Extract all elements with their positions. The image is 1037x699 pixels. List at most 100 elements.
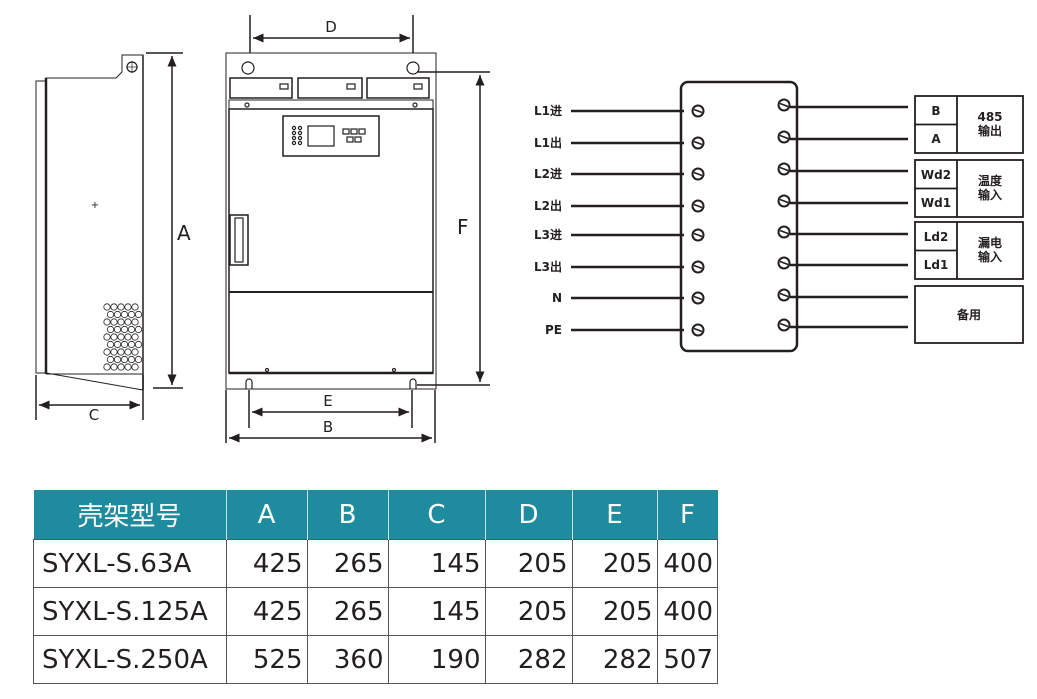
left-terminal: L1进 xyxy=(534,103,705,118)
dim-label-f: F xyxy=(457,215,469,239)
col-header-e: E xyxy=(571,490,657,540)
vent-hole xyxy=(110,303,118,311)
screw-terminal-icon xyxy=(777,98,791,112)
function-label: 输出 xyxy=(978,123,1002,138)
pin-label: Ld1 xyxy=(924,258,949,272)
screw-terminal-icon xyxy=(777,318,791,332)
left-terminal: L3进 xyxy=(534,227,705,242)
function-label: 输入 xyxy=(978,187,1002,202)
cell-f: 507 xyxy=(656,635,718,684)
vent-hole xyxy=(113,310,122,319)
cell-a: 425 xyxy=(225,539,308,588)
vent-hole xyxy=(124,333,132,341)
vent-hole xyxy=(127,355,136,364)
terminal-label: L3出 xyxy=(534,259,562,274)
col-header-model: 壳架型号 xyxy=(33,490,226,540)
terminal-label: PE xyxy=(545,323,562,337)
function-label: 漏电 xyxy=(978,235,1002,250)
vent-hole xyxy=(113,355,122,364)
vent-hole xyxy=(117,363,125,371)
left-terminal: L1出 xyxy=(534,135,705,150)
cell-e: 205 xyxy=(571,539,658,588)
dimension-a xyxy=(146,52,183,389)
left-terminal: L2出 xyxy=(534,198,705,213)
right-terminal xyxy=(777,130,908,144)
cell-c: 190 xyxy=(387,635,486,684)
col-header-d: D xyxy=(484,490,572,540)
function-label: 备用 xyxy=(956,307,981,322)
col-header-c: C xyxy=(387,490,485,540)
vent-hole xyxy=(117,303,125,311)
pin-label: Wd2 xyxy=(921,168,951,182)
right-terminals xyxy=(777,98,908,332)
dim-label-c: C xyxy=(89,406,99,424)
vent-hole xyxy=(131,348,139,356)
dimension-and-wiring-drawing: + A C xyxy=(35,15,1024,443)
cell-b: 265 xyxy=(306,539,389,588)
vent-hole xyxy=(103,318,111,326)
cell-e: 282 xyxy=(571,635,658,684)
vent-hole xyxy=(120,325,129,334)
vent-hole xyxy=(131,363,139,371)
right-terminal xyxy=(777,225,908,239)
screw-terminal-icon xyxy=(777,194,791,208)
dim-label-b: B xyxy=(323,418,333,436)
screw-terminal-icon xyxy=(777,288,791,302)
left-terminal: L3出 xyxy=(534,259,705,274)
cell-model: SYXL-S.63A xyxy=(33,539,227,588)
dimension-b xyxy=(225,390,436,443)
screw-terminal-icon xyxy=(691,228,705,242)
vent-hole xyxy=(134,325,143,334)
vent-hole xyxy=(124,348,132,356)
right-terminal xyxy=(777,194,908,208)
pin-label: Ld2 xyxy=(924,230,949,244)
screw-terminal-icon xyxy=(777,256,791,270)
vent-hole xyxy=(127,310,136,319)
vent-hole xyxy=(113,340,122,349)
control-panel xyxy=(282,115,380,157)
right-terminal xyxy=(777,256,908,270)
vent-hole xyxy=(117,333,125,341)
vent-hole xyxy=(103,348,111,356)
cell-d: 205 xyxy=(484,587,573,636)
screw-terminal-icon xyxy=(691,199,705,213)
screw-terminal-icon xyxy=(691,323,705,337)
col-header-f: F xyxy=(656,490,718,540)
vent-hole xyxy=(120,340,129,349)
function-label: 485 xyxy=(977,110,1002,124)
spec-table: 壳架型号 A B C D E F SYXL-S.63A 425 265 145 … xyxy=(33,490,718,684)
vent-hole xyxy=(110,363,118,371)
right-terminal xyxy=(777,98,908,112)
function-label: 温度 xyxy=(978,173,1003,188)
terminal-label: L3进 xyxy=(534,227,562,242)
screw-terminal-icon xyxy=(691,136,705,150)
table-header-row: 壳架型号 A B C D E F xyxy=(33,490,718,540)
vent-hole xyxy=(103,303,111,311)
left-terminal: PE xyxy=(545,323,705,337)
dimension-c xyxy=(35,375,144,420)
screw-terminal-icon xyxy=(691,167,705,181)
dimension-f xyxy=(417,71,490,386)
svg-text:+: + xyxy=(91,200,99,211)
door-handle xyxy=(229,214,249,266)
vent-hole xyxy=(120,355,129,364)
right-terminal xyxy=(777,162,908,176)
vent-hole xyxy=(106,310,115,319)
vent-hole xyxy=(131,303,139,311)
terminal-label: L1进 xyxy=(534,103,562,118)
vent-hole xyxy=(103,363,111,371)
vent-hole xyxy=(134,355,143,364)
cell-a: 525 xyxy=(225,635,308,684)
front-view xyxy=(225,52,437,390)
col-header-b: B xyxy=(306,490,388,540)
vent-hole xyxy=(113,325,122,334)
pin-label: B xyxy=(931,104,940,118)
cell-c: 145 xyxy=(387,587,486,636)
vent-hole xyxy=(124,363,132,371)
vent-hole xyxy=(103,333,111,341)
